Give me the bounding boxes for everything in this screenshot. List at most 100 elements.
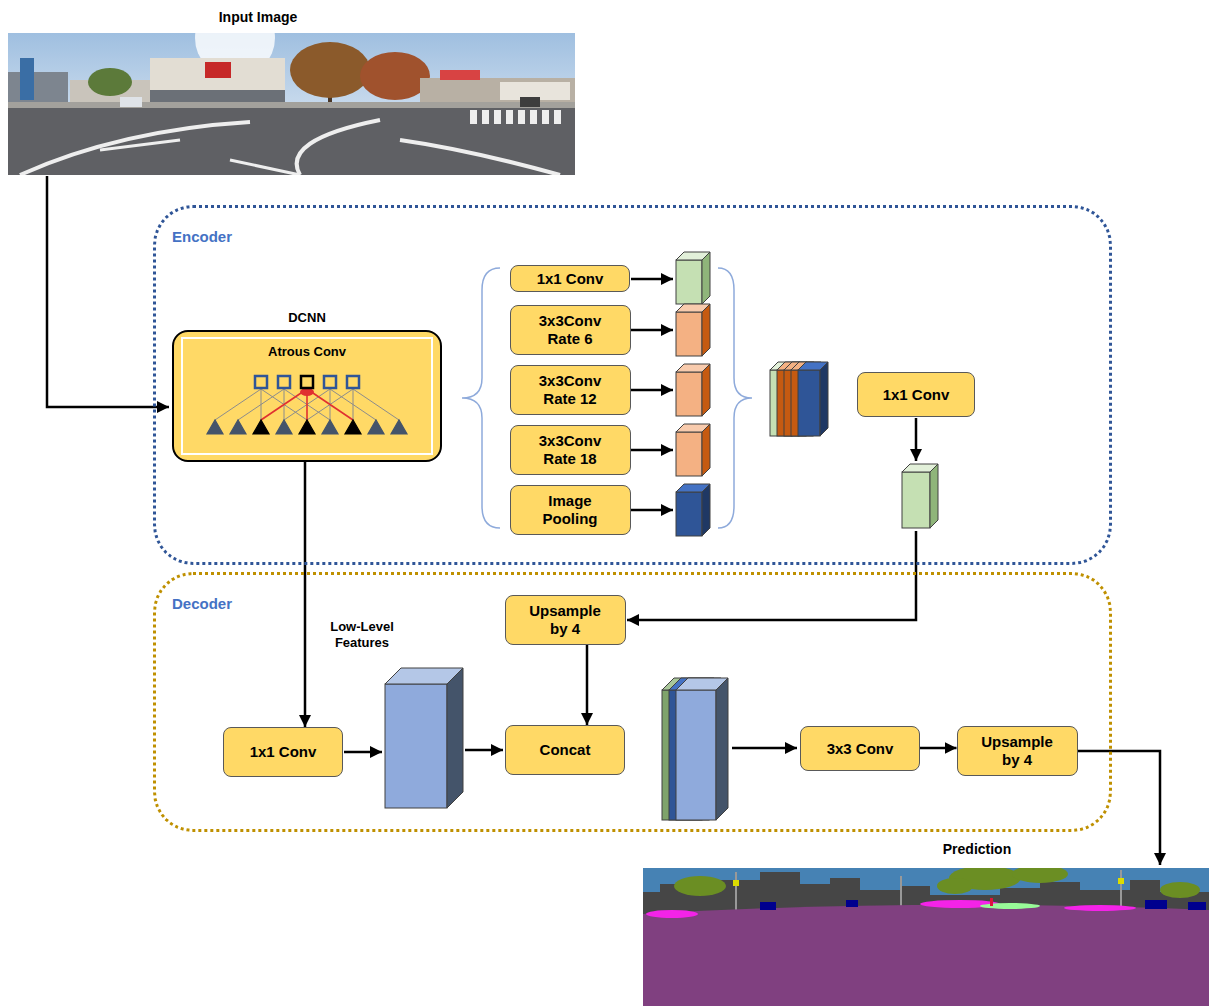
input-photo [120,97,142,107]
box-label: 1x1 Conv [537,270,604,288]
region-label: Encoder [172,228,232,246]
flow-arrow [465,749,503,752]
flow-arrow [1078,751,1160,865]
feature-map [676,432,702,476]
process-box: 1x1 Conv [510,265,630,292]
flow-arrow [732,747,797,750]
atrous-conv-illustration [322,420,338,434]
atrous-conv-illustration [261,389,307,420]
atrous-conv-illustration [391,420,407,434]
input-photo [482,110,489,124]
input-photo [530,110,537,124]
feature-map [902,464,938,528]
feature-map [676,372,702,416]
box-label: Upsample by 4 [522,602,609,638]
flow-arrow [631,389,673,392]
atrous-conv-illustration [324,376,336,388]
input-photo [290,42,370,98]
concat-stack [820,362,828,436]
atrous-conv-illustration [299,420,315,434]
atrous-conv-illustration [276,420,292,434]
input-photo [554,110,561,124]
open-brace [462,268,500,528]
feature-map [702,364,710,416]
concat-stack [770,362,828,436]
atrous-conv-illustration [278,376,290,388]
caption-box: Input Image [219,9,298,26]
prediction-map [1160,882,1200,898]
atrous-conv-illustration [368,420,384,434]
atrous-conv-illustration [284,389,330,420]
prediction-map [735,872,737,910]
atrous-conv-illustration [215,389,261,420]
input-photo [20,58,34,100]
box-label: 1x1 Conv [883,386,950,404]
feature-map [385,684,447,808]
box-label: Upsample by 4 [974,733,1061,769]
prediction-map [900,876,902,910]
feature-map [702,304,710,356]
feature-map [702,252,710,304]
flow-arrow [344,751,382,754]
feature-map [676,252,710,536]
input-photo [420,78,575,104]
feature-map [902,472,930,528]
atrous-conv-illustration [307,389,353,420]
box-label: 1x1 Conv [250,743,317,761]
feature-map [447,668,463,808]
atrous-conv-illustration [261,389,353,420]
input-photo [230,160,300,175]
flow-connector [586,645,589,725]
prediction-map [846,900,858,907]
process-box: Image Pooling [510,485,631,535]
concat-stack [676,690,716,820]
input-photo [520,97,540,107]
caption-box: Prediction [943,841,1011,858]
feature-map [702,484,710,536]
prediction-map [643,868,1209,1006]
flow-arrow [631,329,673,332]
input-photo [297,120,380,175]
atrous-conv-illustration [353,389,354,420]
encoder-region: Encoder DCNNAtr [153,205,1112,565]
atrous-conv-illustration [330,389,376,420]
box-label: 3x3 Conv [827,740,894,758]
atrous-conv-illustration [353,389,399,420]
atrous-conv-illustration [253,420,269,434]
atrous-conv-illustration [215,389,399,420]
image-caption: Input Image [219,9,298,26]
atrous-conv-illustration [301,376,313,388]
block-label: Atrous Conv [174,344,440,360]
image-caption: Prediction [943,841,1011,858]
atrous-conv-illustration [307,389,353,420]
close-brace [718,268,752,528]
input-photo [440,70,480,80]
concat-stack [798,370,820,436]
feature-map [702,424,710,476]
feature-map [676,312,702,356]
flow-connector [304,462,307,727]
edge-label-box: Low-Level Features [317,618,407,652]
process-box: Upsample by 4 [505,595,626,645]
flow-arrow [47,176,169,407]
process-box: 3x3 Conv [800,726,920,771]
feature-map [930,464,938,528]
input-photo [88,68,132,96]
input-photo [8,33,575,175]
box-label: 3x3Conv Rate 6 [527,312,614,348]
input-photo [542,110,549,124]
prediction-map [643,905,1209,1006]
process-box: 3x3Conv Rate 18 [510,425,631,475]
prediction-map [990,898,993,906]
flow-arrow [631,278,673,281]
input-photo [506,110,513,124]
prediction-map [646,910,698,918]
input-photo [8,72,68,104]
atrous-conv-illustration [230,420,246,434]
atrous-conv-illustration [261,389,307,420]
flow-arrow [631,449,673,452]
flow-arrow [47,176,1160,865]
